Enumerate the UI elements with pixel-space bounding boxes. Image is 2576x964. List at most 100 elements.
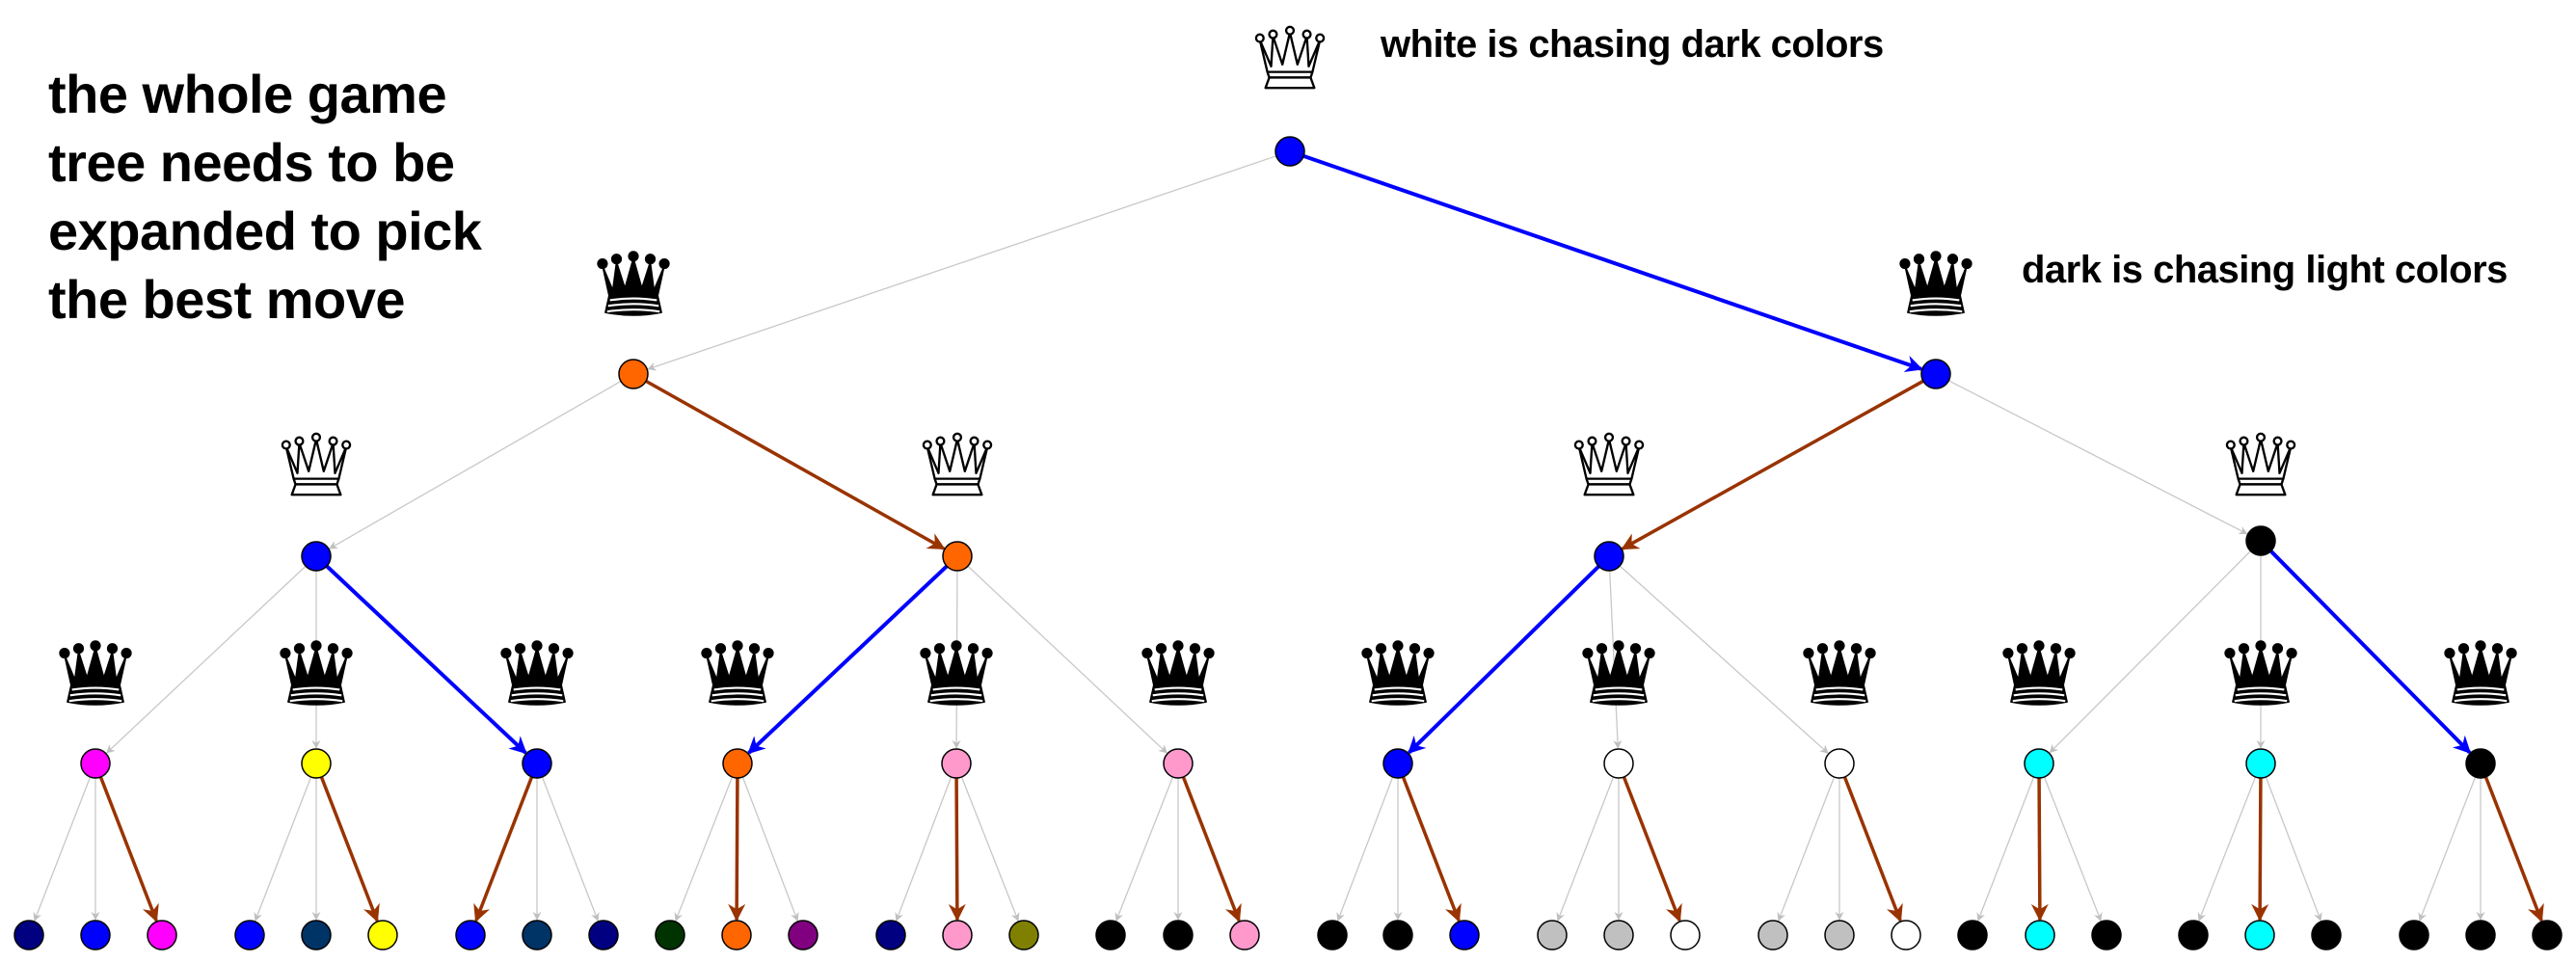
tree-node xyxy=(1824,748,1855,779)
best-move-edge-dark xyxy=(728,777,746,922)
tree-node xyxy=(1163,748,1194,779)
tree-edge xyxy=(1619,565,1829,754)
main-caption-line: expanded to pick xyxy=(48,201,482,261)
white-queen-icon xyxy=(1254,25,1326,90)
best-move-edge-dark xyxy=(1622,776,1682,923)
leaf-node xyxy=(2311,920,2342,951)
tree-edge xyxy=(741,776,799,922)
tree-edge xyxy=(960,776,1020,922)
tree-edge xyxy=(2265,776,2322,922)
black-queen-icon xyxy=(58,639,133,706)
tree-node xyxy=(1594,541,1624,572)
tree-edge xyxy=(1777,776,1836,922)
main-caption: the whole game tree needs to be expanded… xyxy=(48,60,550,334)
black-queen-icon xyxy=(919,639,994,706)
white-player-label: white is chasing dark colors xyxy=(1381,23,1884,66)
tree-edge xyxy=(647,155,1277,371)
edges-layer xyxy=(33,153,2544,923)
main-caption-line: the best move xyxy=(48,269,406,330)
tree-node xyxy=(2024,748,2054,779)
tree-node xyxy=(301,748,332,779)
tree-node xyxy=(618,359,649,389)
leaf-node xyxy=(13,920,44,951)
best-move-edge-white xyxy=(2269,549,2472,755)
leaf-node xyxy=(234,920,265,951)
tree-edge xyxy=(329,380,622,549)
leaf-node xyxy=(2399,920,2429,951)
leaf-node xyxy=(1824,920,1855,951)
leaf-node xyxy=(1317,920,1348,951)
leaf-node xyxy=(2091,920,2122,951)
leaf-node xyxy=(2244,920,2275,951)
tree-node xyxy=(941,748,972,779)
black-queen-icon xyxy=(2443,639,2518,706)
black-queen-icon xyxy=(279,639,354,706)
black-queen-icon xyxy=(1360,639,1436,706)
leaf-node xyxy=(1008,920,1039,951)
best-move-edge-dark xyxy=(645,379,946,550)
best-move-edge-white xyxy=(325,564,527,755)
best-move-edge-dark xyxy=(2483,776,2544,923)
leaf-node xyxy=(1891,920,1921,951)
tree-node xyxy=(1275,136,1305,167)
main-caption-line: tree needs to be xyxy=(48,132,455,193)
leaf-node xyxy=(301,920,332,951)
leaf-node xyxy=(1449,920,1480,951)
leaf-node xyxy=(1537,920,1568,951)
best-move-edge-dark xyxy=(319,776,380,923)
leaf-node xyxy=(1670,920,1701,951)
black-queen-icon xyxy=(1581,639,1656,706)
leaf-node xyxy=(1163,920,1194,951)
leaf-node xyxy=(788,920,818,951)
leaf-node xyxy=(1603,920,1634,951)
leaf-node xyxy=(2465,920,2496,951)
tree-node xyxy=(942,541,973,572)
tree-node xyxy=(1382,748,1413,779)
best-move-edge-white xyxy=(747,564,949,755)
leaf-node xyxy=(1229,920,1260,951)
leaf-node xyxy=(942,920,973,951)
tree-edge xyxy=(2418,776,2477,922)
tree-edge xyxy=(2197,776,2257,922)
leaf-node xyxy=(147,920,177,951)
leaf-node xyxy=(2178,920,2209,951)
tree-node xyxy=(2245,748,2276,779)
leaf-node xyxy=(588,920,619,951)
best-move-edge-dark xyxy=(1401,776,1462,923)
black-queen-icon xyxy=(2223,639,2298,706)
tree-edge xyxy=(541,776,600,922)
leaf-node xyxy=(875,920,906,951)
leaf-node xyxy=(522,920,552,951)
best-move-edge-dark xyxy=(2030,777,2049,922)
tree-edge xyxy=(1336,776,1394,922)
tree-node xyxy=(2245,525,2276,556)
white-queen-icon xyxy=(922,432,993,496)
leaf-node xyxy=(455,920,486,951)
tree-edge xyxy=(1948,380,2248,535)
tree-edge xyxy=(895,776,953,922)
tree-edge xyxy=(674,776,734,922)
black-queen-icon xyxy=(499,639,575,706)
white-queen-icon xyxy=(281,432,352,496)
black-queen-icon xyxy=(1802,639,1877,706)
tree-node xyxy=(80,748,111,779)
nodes-layer xyxy=(13,136,2563,951)
tree-edge xyxy=(1976,776,2035,922)
black-queen-icon xyxy=(700,639,775,706)
best-move-edge-dark xyxy=(948,777,966,922)
leaf-node xyxy=(367,920,398,951)
tree-node xyxy=(301,541,332,572)
leaf-node xyxy=(1095,920,1126,951)
tree-edge xyxy=(1556,776,1615,922)
tree-node xyxy=(2465,748,2496,779)
tree-edge xyxy=(254,776,312,922)
main-caption-line: the whole game xyxy=(48,64,447,124)
tree-edge xyxy=(1609,570,1623,749)
tree-edge xyxy=(106,565,307,754)
leaf-node xyxy=(655,920,685,951)
tree-node xyxy=(722,748,753,779)
black-queen-icon xyxy=(596,250,671,316)
leaf-node xyxy=(2532,920,2563,951)
tree-edge xyxy=(2049,550,2251,754)
best-move-edge-dark xyxy=(98,776,159,923)
